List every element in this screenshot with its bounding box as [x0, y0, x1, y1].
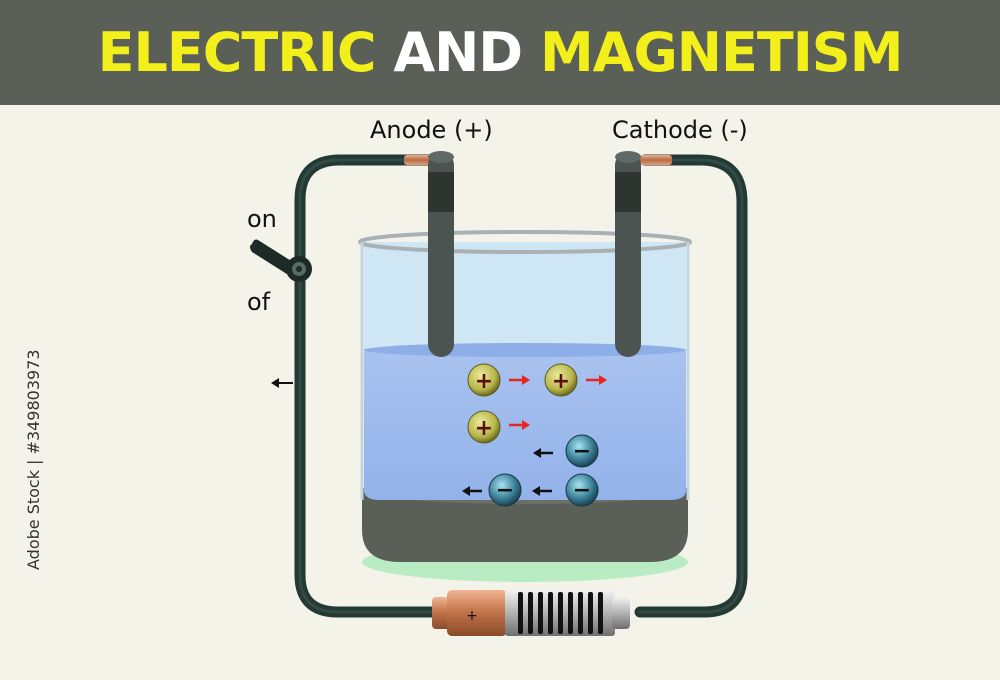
beaker-base — [362, 490, 688, 562]
positive-ion-arrow-icon — [509, 375, 530, 385]
negative-ion-arrow-icon — [532, 486, 552, 496]
negative-ion: − — [565, 473, 599, 507]
positive-ion: + — [467, 363, 501, 397]
svg-text:−: − — [573, 478, 591, 503]
svg-text:−: − — [573, 439, 591, 464]
title-electric: ELECTRIC — [97, 21, 377, 84]
positive-ion: + — [544, 363, 578, 397]
title-banner — [0, 0, 1000, 105]
page-title: ELECTRIC AND MAGNETISM — [0, 0, 1000, 105]
beaker-rim — [358, 230, 692, 254]
anode-electrode — [428, 151, 454, 357]
battery-plus-label: + — [466, 608, 478, 624]
current-arrow-icon — [271, 378, 293, 388]
switch-icon[interactable] — [250, 239, 312, 283]
negative-ion: − — [488, 473, 522, 507]
svg-text:+: + — [475, 416, 493, 441]
anode-label: Anode (+) — [370, 116, 493, 144]
battery: + — [432, 590, 630, 636]
stock-id-label: Adobe Stock | #349803973 — [24, 349, 43, 570]
positive-ion-arrow-icon — [586, 375, 607, 385]
cathode-electrode — [615, 151, 641, 357]
positive-ion-arrow-icon — [509, 420, 530, 430]
cathode-connector — [640, 155, 672, 165]
negative-ion-arrow-icon — [462, 486, 482, 496]
svg-text:+: + — [552, 369, 570, 394]
anode-connector — [404, 155, 432, 165]
svg-text:−: − — [496, 478, 514, 503]
positive-ion: + — [467, 410, 501, 444]
switch-on-label: on — [247, 205, 277, 233]
svg-text:+: + — [475, 369, 493, 394]
title-and: AND — [375, 21, 540, 84]
negative-ion: − — [565, 434, 599, 468]
title-magnetism: MAGNETISM — [539, 21, 903, 84]
negative-ion-arrow-icon — [533, 448, 553, 458]
switch-off-label: of — [247, 288, 271, 316]
cathode-label: Cathode (-) — [612, 116, 748, 144]
